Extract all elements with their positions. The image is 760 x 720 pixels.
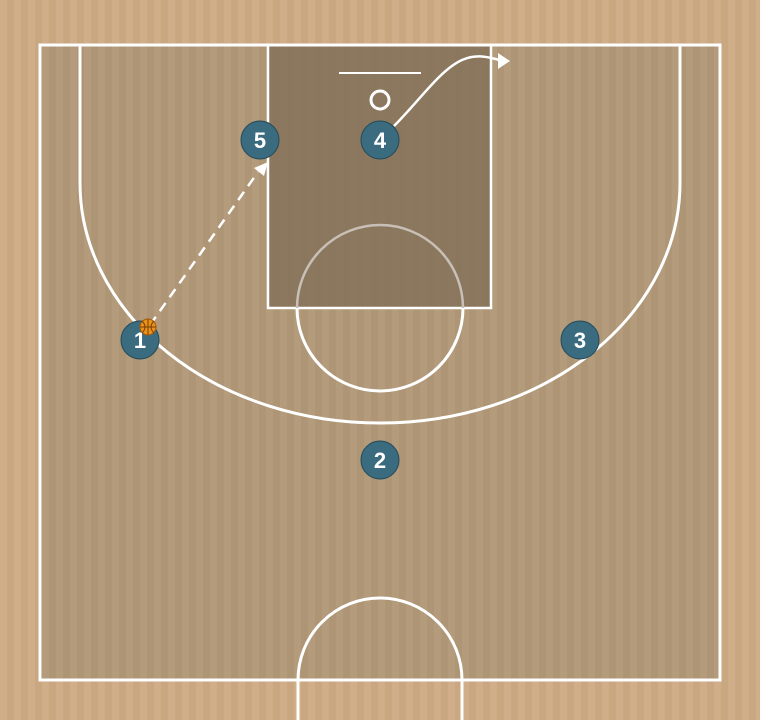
player-2[interactable]: 2 xyxy=(360,440,400,480)
player-label: 2 xyxy=(374,448,386,473)
three-point-line xyxy=(78,45,682,425)
pass-arrowhead-icon xyxy=(254,162,268,176)
lane-lines xyxy=(266,43,493,310)
pass-line xyxy=(148,171,260,326)
free-throw-circle-top xyxy=(295,223,465,309)
center-circle xyxy=(296,596,464,720)
basketball-icon xyxy=(139,318,157,336)
player-3[interactable]: 3 xyxy=(560,320,600,360)
player-label: 4 xyxy=(374,128,387,153)
player-label: 3 xyxy=(574,328,586,353)
player-4[interactable]: 4 xyxy=(360,120,400,160)
player-label: 1 xyxy=(134,328,146,353)
player-label: 5 xyxy=(254,128,266,153)
player-5[interactable]: 5 xyxy=(240,120,280,160)
free-throw-circle-bottom xyxy=(295,307,465,393)
hoop xyxy=(369,89,391,111)
cut-arrowhead-icon xyxy=(498,53,510,69)
cut-path xyxy=(393,55,501,127)
paint-area xyxy=(268,45,491,308)
